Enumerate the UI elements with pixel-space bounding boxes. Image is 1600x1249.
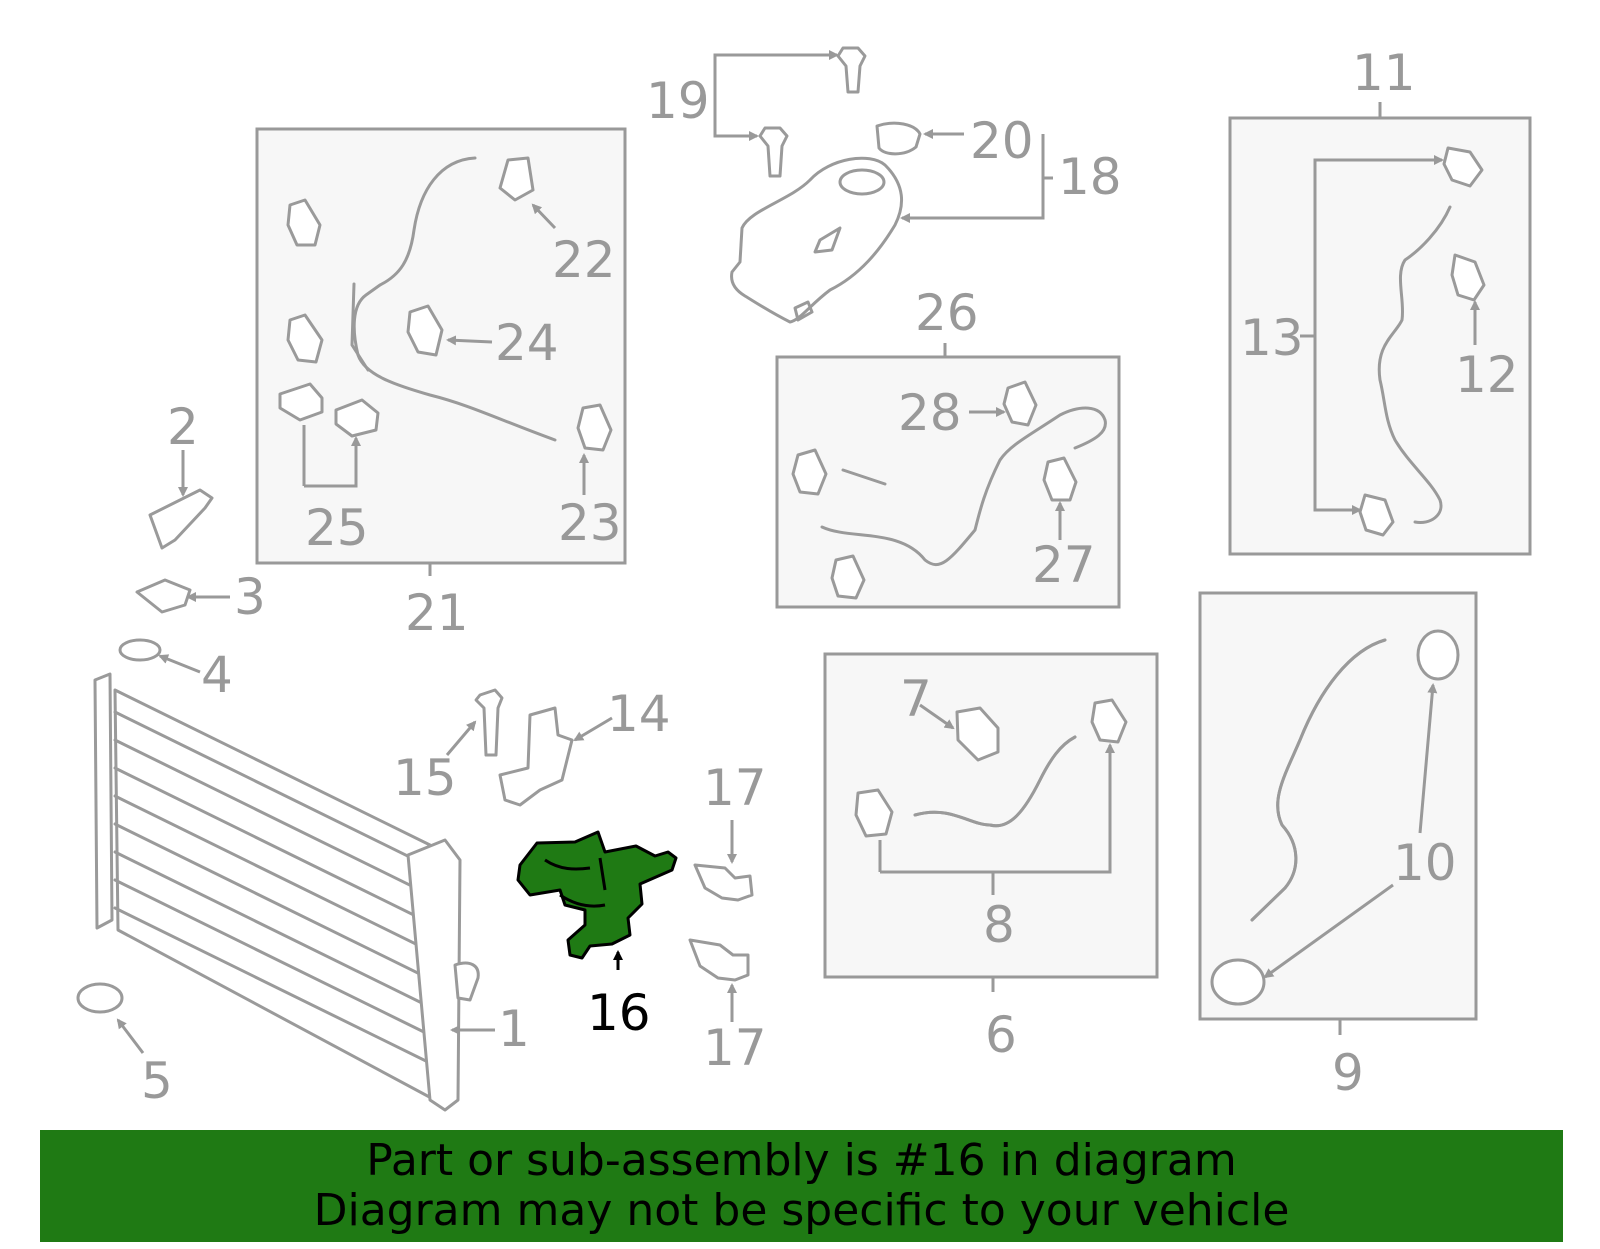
- brackets-and-bolts: [445, 688, 754, 1022]
- box-26-hose-kit: [775, 343, 1121, 609]
- callout-19: 19: [646, 72, 710, 130]
- callout-labels: 1 2 3 4 5 6 7 8 9 10 11 12 13 14 15 16 1…: [141, 44, 1519, 1110]
- callout-14: 14: [607, 685, 671, 743]
- callout-16: 16: [587, 984, 651, 1042]
- callout-25: 25: [305, 499, 369, 557]
- box-9-hose-kit: [1198, 591, 1478, 1035]
- callout-8: 8: [983, 896, 1015, 954]
- callout-6: 6: [985, 1006, 1017, 1064]
- box-11-hose-kit: [1228, 102, 1532, 556]
- coolant-reservoir: [713, 46, 1053, 324]
- callout-22: 22: [552, 231, 616, 289]
- callout-13: 13: [1240, 309, 1304, 367]
- callout-2: 2: [167, 398, 199, 456]
- callout-17-bottom: 17: [703, 1019, 767, 1077]
- box-6-hose-kit: [823, 652, 1159, 992]
- callout-24: 24: [495, 314, 559, 372]
- callout-17-top: 17: [703, 759, 767, 817]
- info-banner: Part or sub-assembly is #16 in diagram D…: [40, 1130, 1563, 1242]
- banner-line-2: Diagram may not be specific to your vehi…: [313, 1185, 1290, 1236]
- callout-4: 4: [201, 646, 233, 704]
- callout-23: 23: [558, 494, 622, 552]
- callout-1: 1: [498, 1000, 530, 1058]
- callout-26: 26: [915, 284, 979, 342]
- callout-27: 27: [1032, 536, 1096, 594]
- callout-12: 12: [1455, 346, 1519, 404]
- callout-28: 28: [898, 384, 962, 442]
- callout-9: 9: [1332, 1044, 1364, 1102]
- callout-3: 3: [234, 568, 266, 626]
- banner-line-1: Part or sub-assembly is #16 in diagram: [366, 1135, 1237, 1186]
- callout-11: 11: [1352, 44, 1416, 102]
- callout-7: 7: [900, 670, 932, 728]
- callout-5: 5: [141, 1052, 173, 1110]
- box-21-hose-kit: [255, 127, 627, 576]
- highlighted-part-16[interactable]: [516, 830, 678, 970]
- callout-15: 15: [393, 749, 457, 807]
- callout-18: 18: [1058, 148, 1122, 206]
- callout-10: 10: [1393, 834, 1457, 892]
- radiator: [76, 450, 495, 1112]
- callout-20: 20: [970, 112, 1034, 170]
- callout-21: 21: [405, 584, 469, 642]
